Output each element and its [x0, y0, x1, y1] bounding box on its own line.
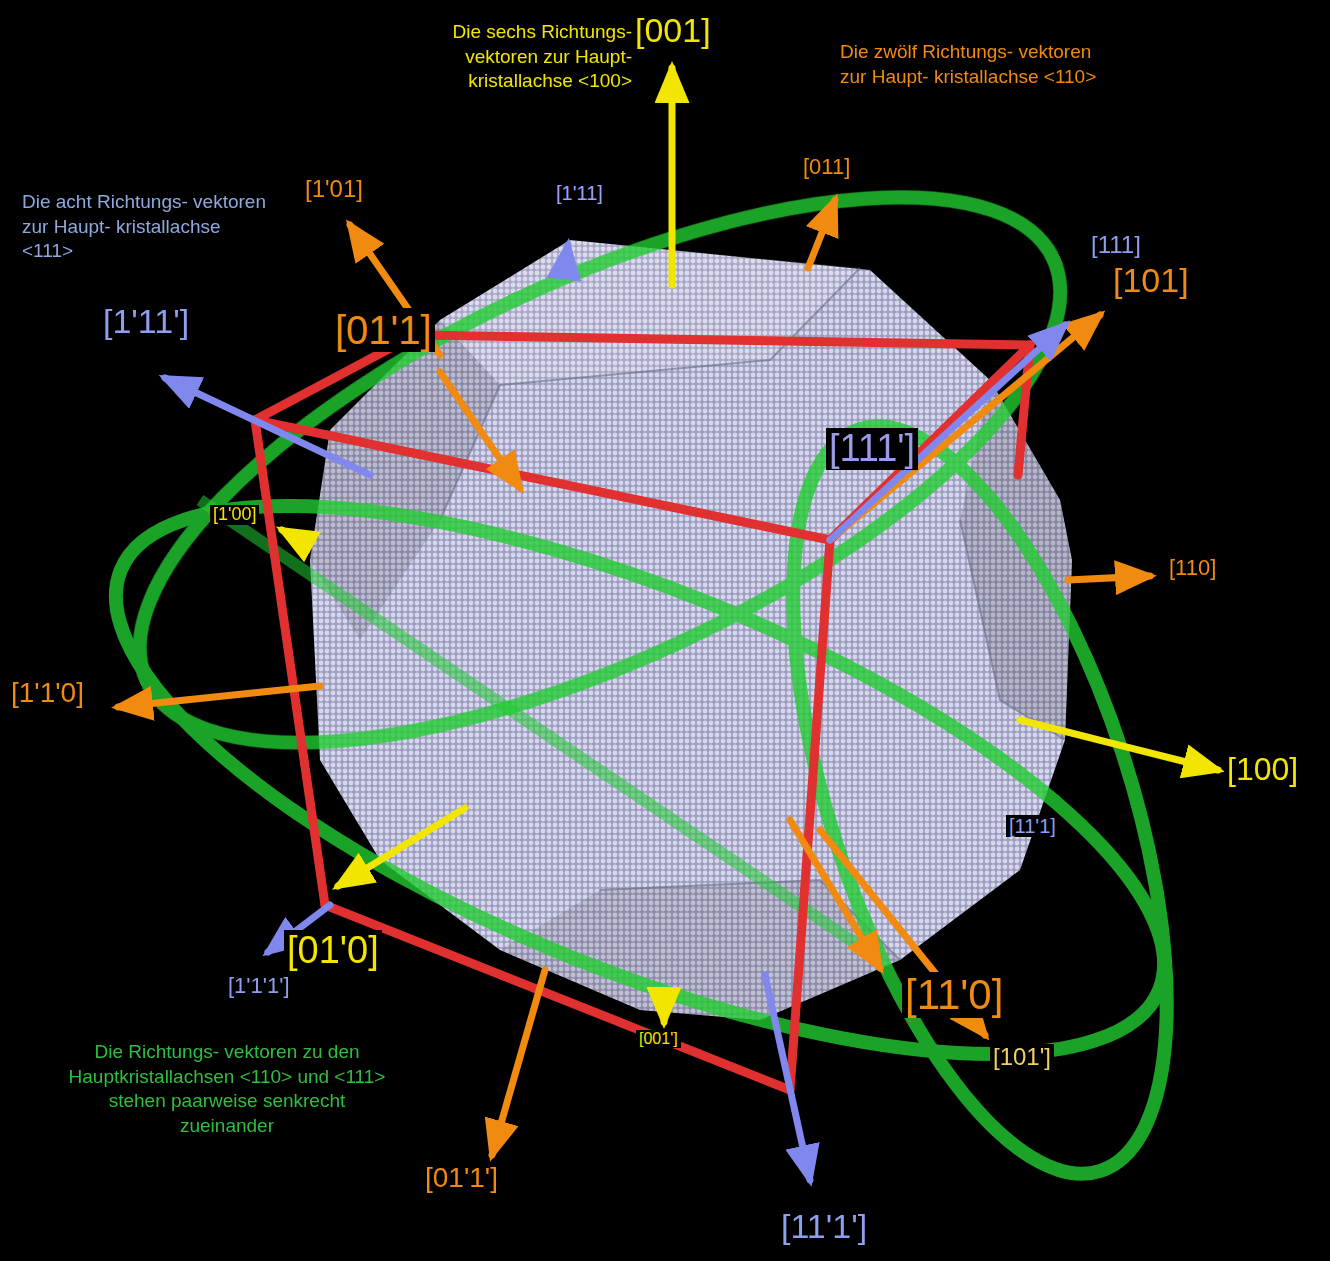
direction-vector	[118, 68, 1218, 1180]
direction-label: [01'1']	[422, 1163, 501, 1194]
orthogonality-ring	[50, 86, 1244, 1217]
direction-label: [11'1']	[778, 1208, 870, 1245]
direction-label: [111]	[1088, 232, 1144, 258]
direction-label: [1'11']	[100, 303, 192, 340]
caption-note: Die Richtungs- vektoren zu den Hauptkris…	[62, 1040, 392, 1139]
direction-label: [110]	[1166, 556, 1219, 580]
direction-label: [1'1'1']	[225, 974, 293, 998]
direction-label: [001']	[636, 1030, 681, 1048]
caption-note: Die zwölf Richtungs- vektoren zur Haupt-…	[840, 40, 1100, 89]
direction-label: [01'0]	[284, 930, 382, 972]
unit-cube	[255, 335, 1030, 1090]
direction-label: [001]	[632, 12, 714, 49]
direction-label: [100]	[1224, 752, 1301, 787]
direction-label: [1'00]	[210, 505, 259, 525]
direction-label: [01'1]	[332, 308, 435, 352]
caption-note: Die sechs Richtungs- vektoren zur Haupt-…	[392, 20, 632, 94]
direction-label: [11'1]	[1006, 815, 1059, 837]
direction-label: [111']	[826, 428, 918, 470]
direction-label: [11'0]	[902, 972, 1006, 1018]
direction-label: [101]	[1110, 262, 1192, 299]
direction-label: [101']	[990, 1044, 1054, 1070]
caption-note: Die acht Richtungs- vektoren zur Haupt- …	[22, 190, 272, 264]
direction-label: [1'01]	[302, 176, 366, 202]
direction-label: [011]	[800, 155, 853, 179]
direction-label: [1'11]	[553, 182, 606, 204]
direction-label: [1'1'0]	[8, 678, 87, 709]
